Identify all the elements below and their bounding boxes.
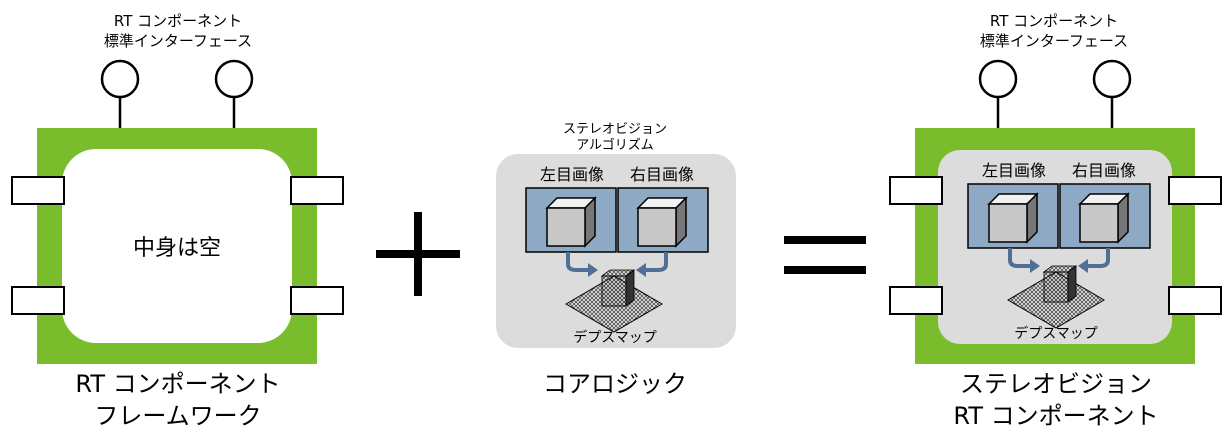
right-left-cube-icon <box>988 193 1038 243</box>
left-interface-label-line2: 標準インターフェース <box>104 32 252 50</box>
left-center-text: 中身は空 <box>133 236 221 261</box>
core-left-image-label: 左目画像 <box>540 165 604 184</box>
left-interface-label-line1: RT コンポーネント <box>114 12 242 30</box>
equals-operator <box>784 236 866 274</box>
left-caption-line2: フレームワーク <box>94 402 261 430</box>
right-interface-label-line1: RT コンポーネント <box>990 12 1118 30</box>
right-caption-line2: RT コンポーネント <box>953 402 1158 430</box>
core-depth-map-label: デプスマップ <box>573 329 657 346</box>
right-right-cube-icon <box>1079 193 1129 243</box>
core-left-cube-icon <box>546 197 596 247</box>
right-port-out-top <box>1168 176 1222 205</box>
left-caption-line1: RT コンポーネント <box>75 370 280 398</box>
left-port-out-bottom <box>290 286 344 315</box>
right-port-in-top <box>889 176 943 205</box>
right-caption-line1: ステレオビジョン <box>960 370 1152 398</box>
right-interface-port-2 <box>1092 59 1132 128</box>
left-interface-port-1 <box>100 59 140 128</box>
right-depth-map-label: デプスマップ <box>1014 325 1098 342</box>
left-component: RT コンポーネント 標準インターフェース 中身は空 RT コンポーネント フレ… <box>11 12 344 430</box>
core-logic: ステレオビジョン アルゴリズム 左目画像 右目画像 デプスマップ コアロジック <box>496 122 736 398</box>
plus-operator <box>376 212 460 296</box>
left-port-in-top <box>11 176 65 205</box>
right-component: RT コンポーネント 標準インターフェース 左目画像 右目画像 デプスマップ ス… <box>889 12 1222 430</box>
right-interface-label-line2: 標準インターフェース <box>980 32 1128 50</box>
left-interface-port-2 <box>214 59 254 128</box>
core-caption: コアロジック <box>543 370 687 398</box>
left-port-in-bottom <box>11 286 65 315</box>
right-interface-port-1 <box>978 59 1018 128</box>
right-port-in-bottom <box>889 286 943 315</box>
right-right-image-label: 右目画像 <box>1072 161 1136 180</box>
core-right-cube-icon <box>637 197 687 247</box>
right-left-image-label: 左目画像 <box>982 161 1046 180</box>
core-algorithm-label-line1: ステレオビジョン <box>563 122 667 137</box>
core-algorithm-label-line2: アルゴリズム <box>576 137 654 153</box>
core-right-image-label: 右目画像 <box>630 165 694 184</box>
left-port-out-top <box>290 176 344 205</box>
left-empty-core <box>62 149 292 343</box>
right-port-out-bottom <box>1168 286 1222 315</box>
